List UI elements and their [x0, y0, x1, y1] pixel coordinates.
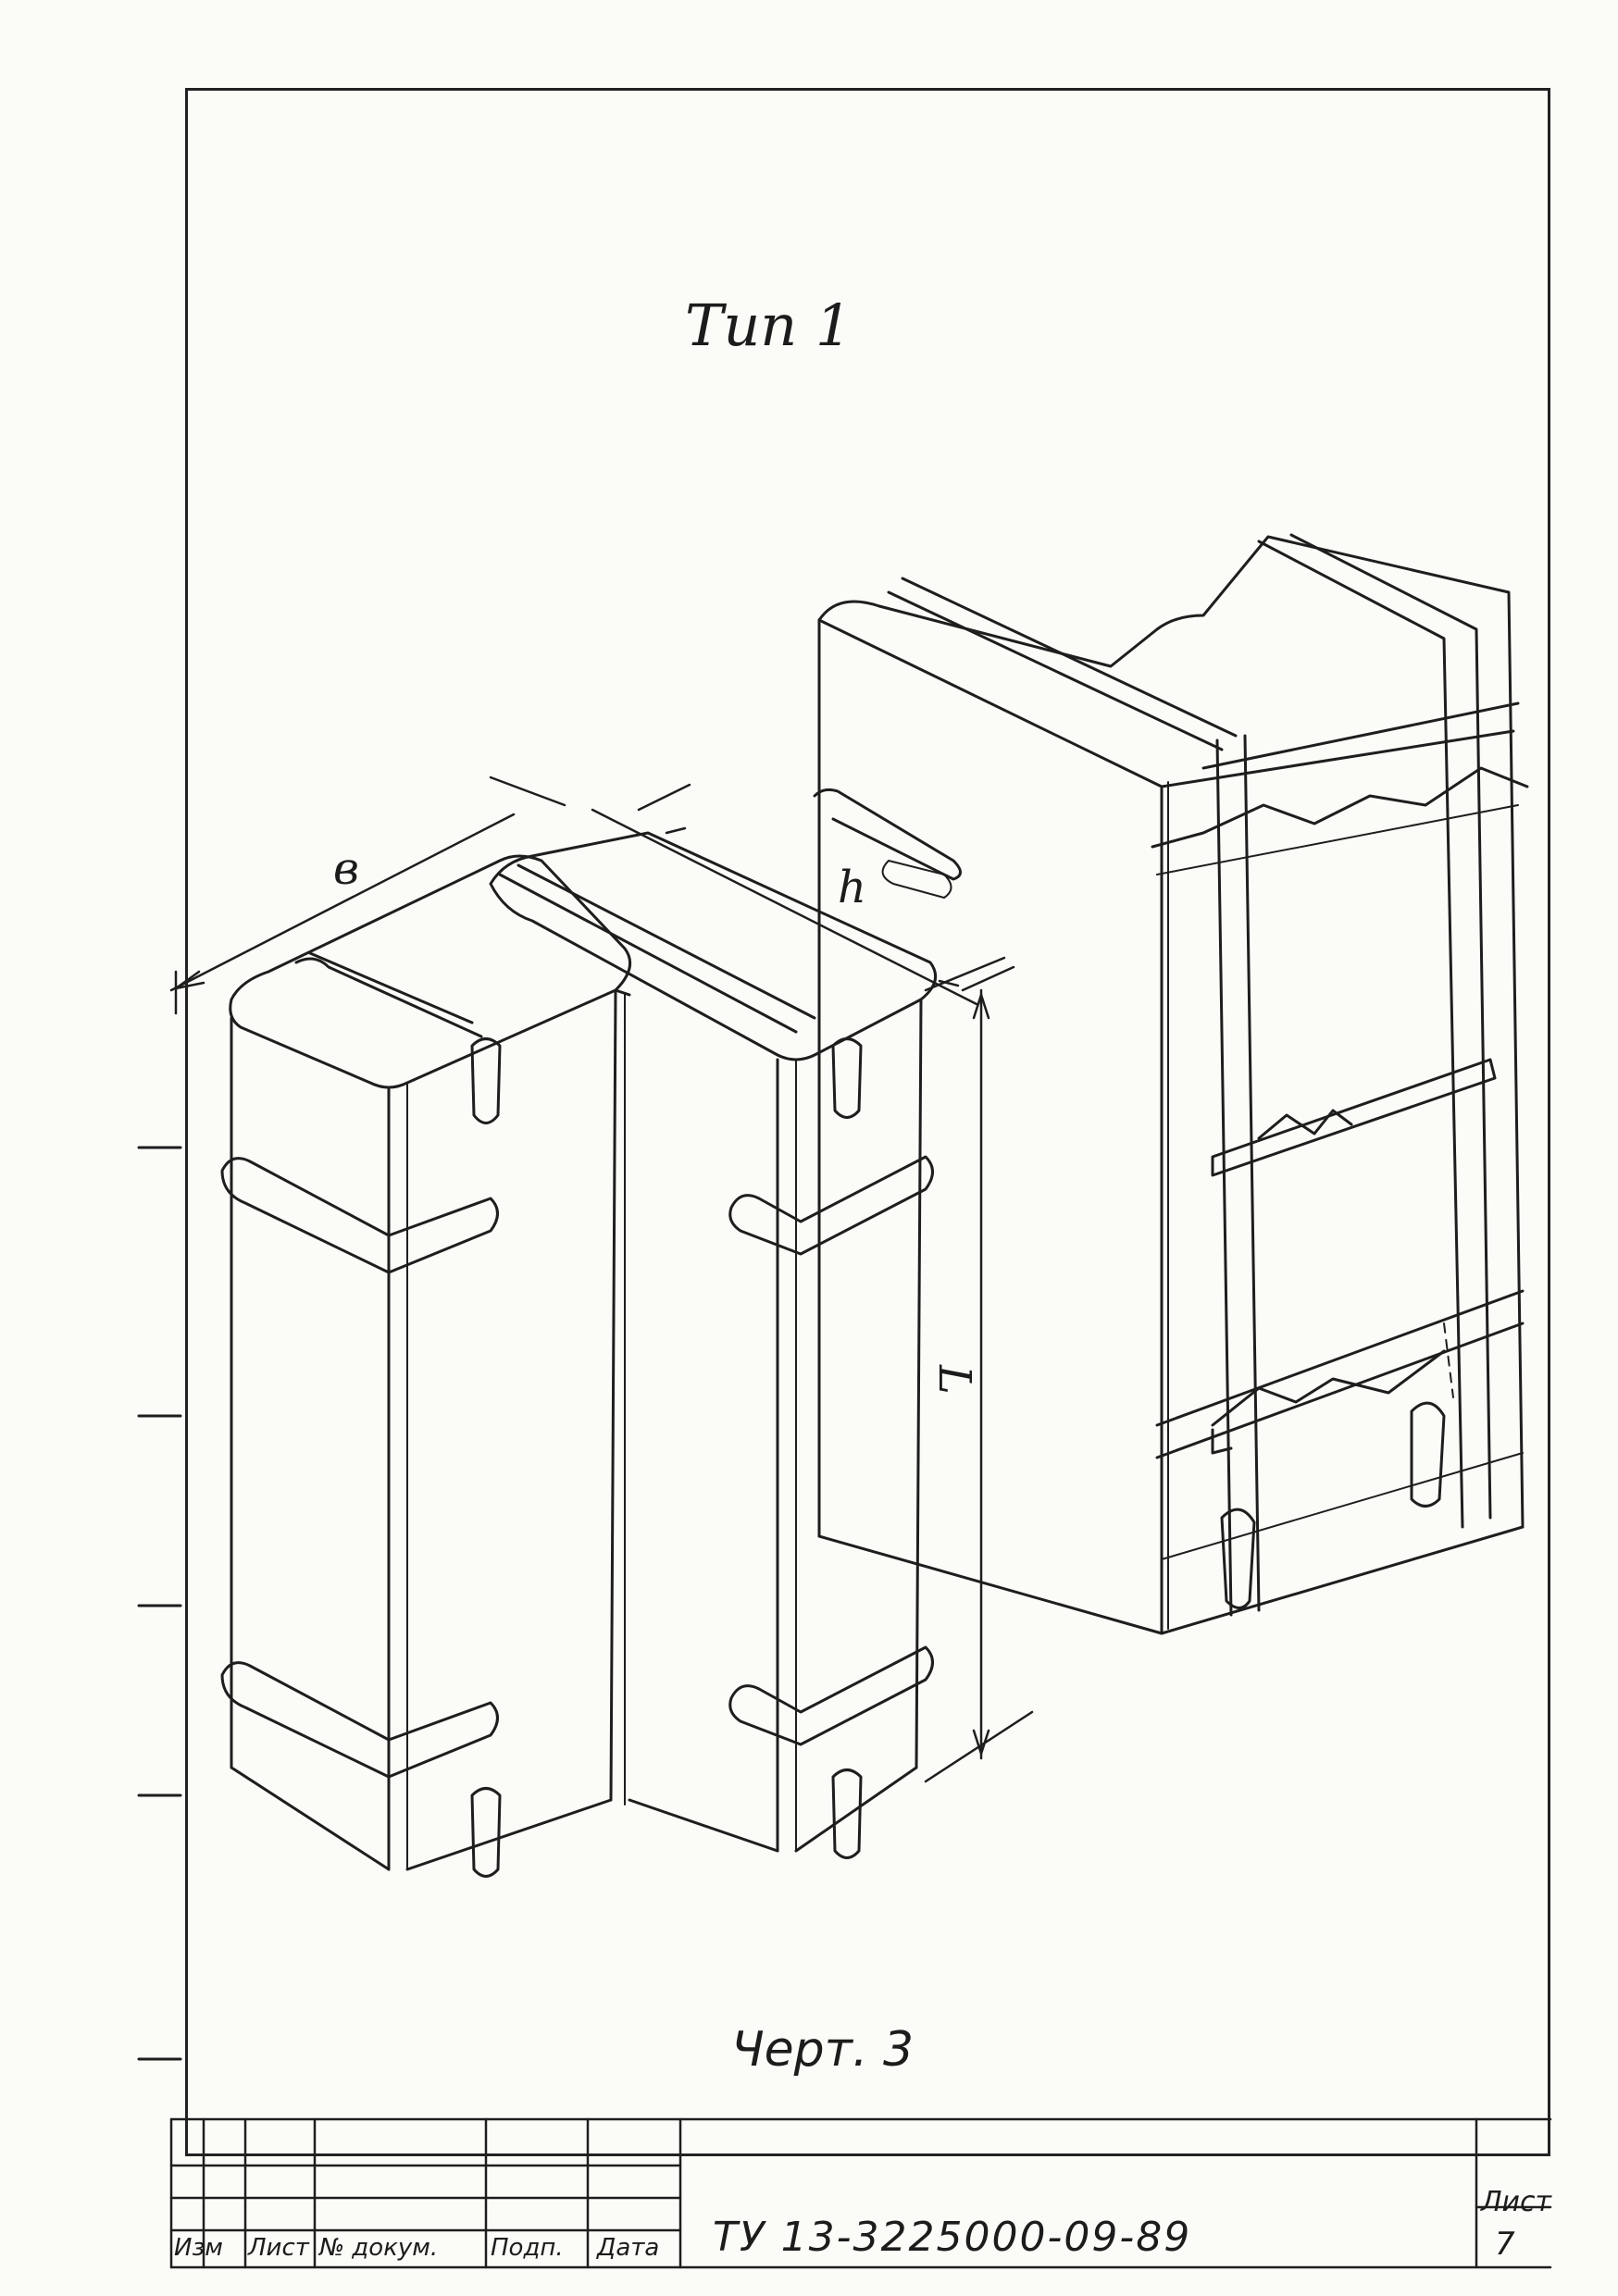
drawing-caption: Черт. 3	[731, 2022, 915, 2078]
title-block-col-izm: Изм	[174, 2234, 223, 2262]
title-block-col-date: Дата	[597, 2234, 660, 2262]
margin-ticks	[137, 1146, 182, 2061]
title-block-col-sign: Подп.	[491, 2234, 564, 2262]
sheet-number: 7	[1495, 2226, 1515, 2263]
dim-label-length: L	[928, 1364, 980, 1395]
document-code: ТУ 13-3225000-09-89	[713, 2214, 1192, 2261]
sheet-label: Лист	[1481, 2186, 1552, 2218]
drawing-frame	[185, 88, 1550, 2156]
dim-label-height: h	[838, 862, 866, 913]
title-block-col-list: Лист	[248, 2234, 309, 2262]
back-bundle-drawing	[813, 533, 1529, 1635]
dim-label-width: в	[333, 843, 359, 895]
type-title: Тип 1	[685, 292, 853, 359]
front-bundle-drawing	[220, 831, 938, 1878]
title-block-col-doc-no: № докум.	[319, 2234, 439, 2262]
title-block-lines	[169, 2117, 1552, 2269]
dimension-lines	[169, 776, 1034, 1783]
